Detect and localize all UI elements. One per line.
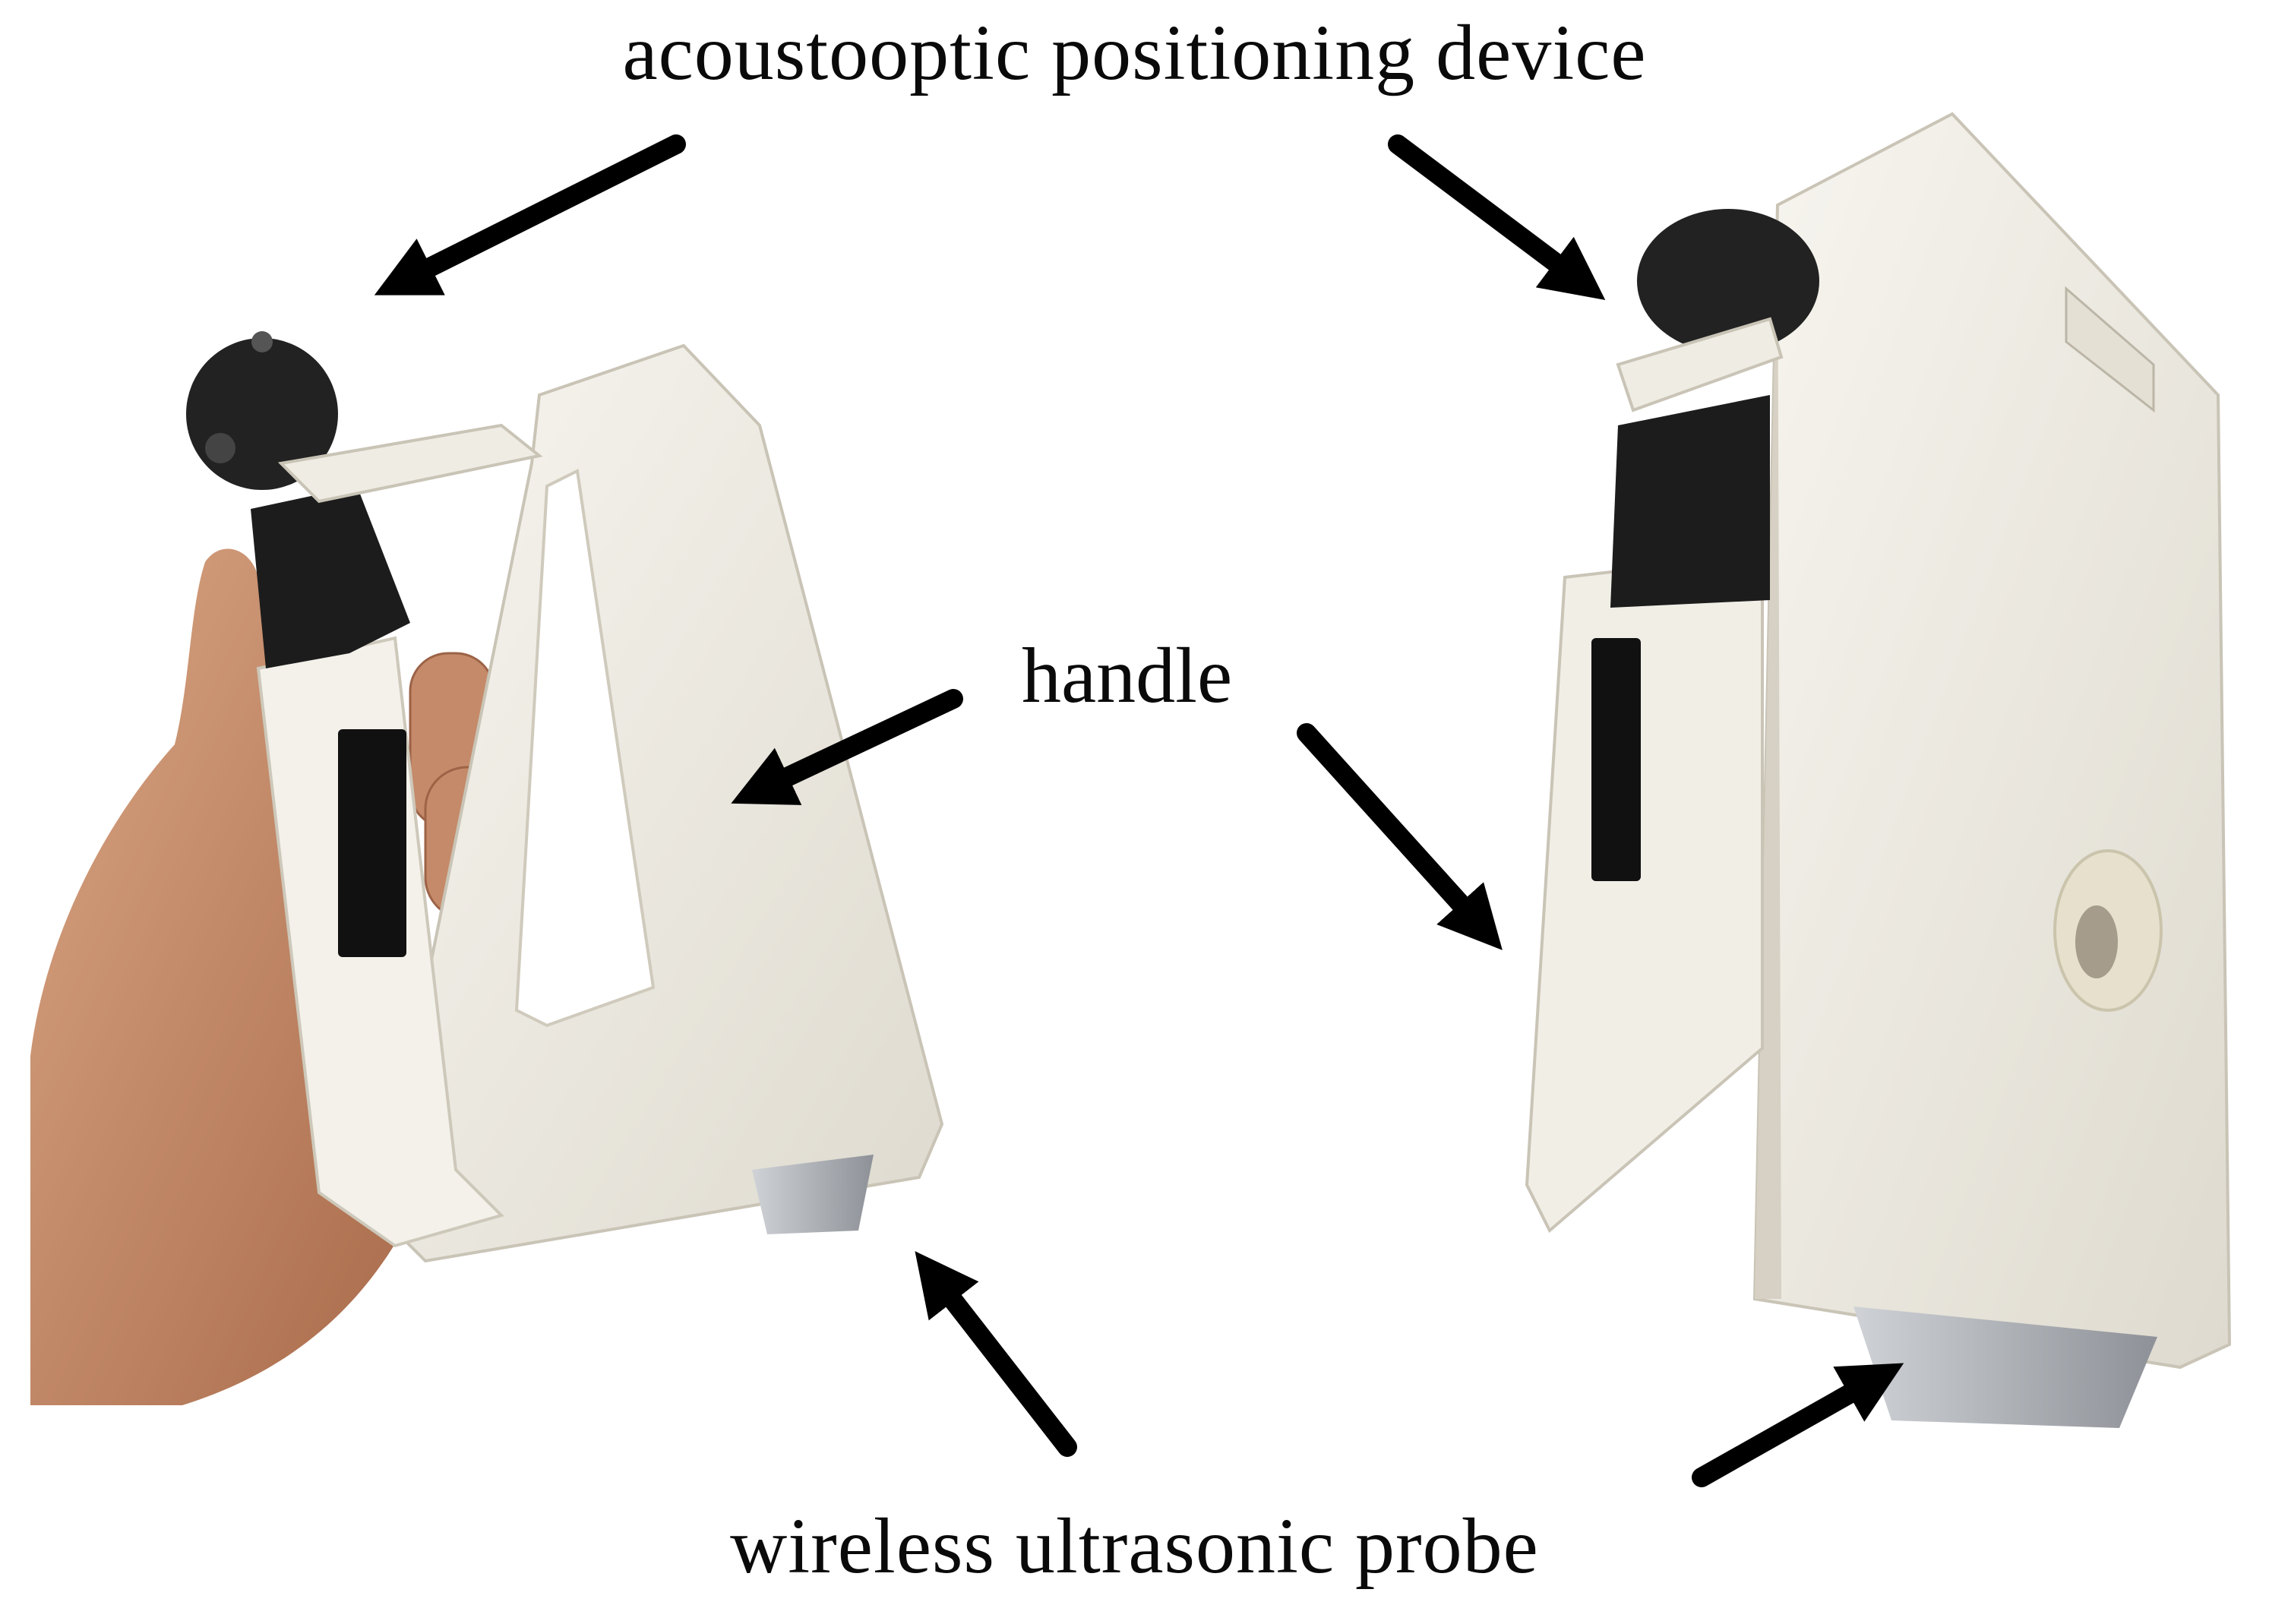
left-handle-opening: [514, 468, 656, 1028]
arrow-handle-right: [1297, 723, 1503, 950]
right-handle-slot: [2065, 286, 2155, 413]
label-positioning-device: acoustooptic positioning device: [622, 9, 1647, 96]
right-device: [1525, 112, 2232, 1428]
label-handle: handle: [1022, 632, 1233, 719]
right-display-slot: [1591, 638, 1641, 881]
arrow-top-right: [1388, 134, 1606, 300]
right-body: [1752, 112, 2232, 1370]
left-device: [30, 331, 944, 1405]
left-display-slot: [338, 729, 406, 957]
right-probe-tip: [1853, 1306, 2157, 1428]
label-probe: wireless ultrasonic probe: [730, 1502, 1539, 1590]
arrow-top-left: [374, 134, 686, 295]
right-grip: [1525, 552, 1764, 1234]
arrow-handle-left: [731, 689, 963, 805]
right-positioning-device: [1610, 209, 1819, 608]
left-body: [378, 343, 944, 1263]
annotation-arrows: [374, 134, 1904, 1487]
arrow-bottom-right: [1692, 1363, 1904, 1487]
left-positioning-device: [186, 331, 543, 668]
arrow-bottom-left: [915, 1251, 1077, 1457]
left-probe-tip: [752, 1155, 874, 1234]
